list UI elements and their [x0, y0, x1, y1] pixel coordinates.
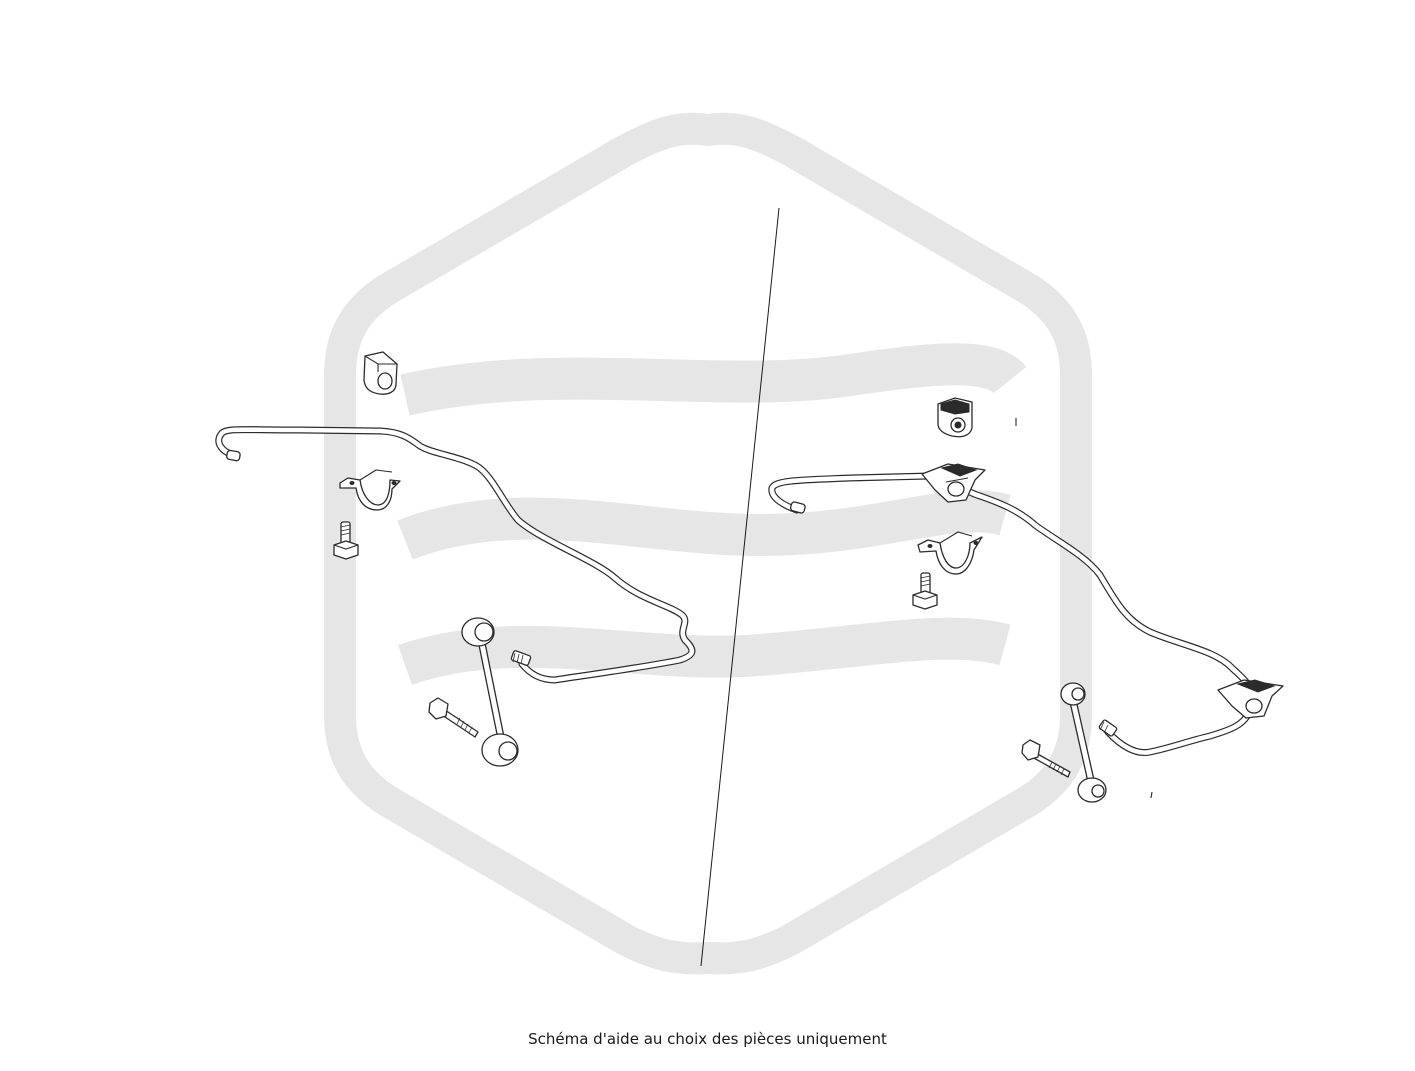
right-mounted-bushing-lower [1217, 679, 1284, 719]
left-bar-end-thread [510, 650, 532, 666]
left-stabilizer-bar [215, 426, 696, 684]
left-link-rod [461, 617, 519, 767]
watermark-wave-top [400, 343, 1027, 416]
right-stabilizer-bar [768, 472, 1256, 757]
watermark-wave-bottom [398, 617, 1011, 685]
watermark-wave-middle [397, 490, 1011, 560]
watermark-hexagon [324, 112, 1092, 975]
right-link-bolt [1021, 739, 1071, 778]
left-bushing [363, 351, 398, 395]
left-bracket [339, 469, 401, 511]
diagram-caption: Schéma d'aide au choix des pièces unique… [528, 1030, 887, 1048]
watermark-logo [324, 112, 1092, 975]
right-mounted-bushing-upper [921, 463, 986, 503]
left-link-bolt [428, 697, 479, 738]
right-bushing [937, 397, 973, 438]
right-bracket [917, 531, 983, 575]
right-stray-mark-2 [1150, 791, 1153, 799]
right-bolt [912, 572, 938, 610]
left-bolt [333, 521, 359, 560]
right-panel [768, 397, 1284, 803]
panel-divider-line [700, 207, 780, 967]
right-bar-end-thread [1098, 719, 1118, 737]
left-panel [215, 351, 696, 767]
right-link-rod [1060, 682, 1107, 803]
